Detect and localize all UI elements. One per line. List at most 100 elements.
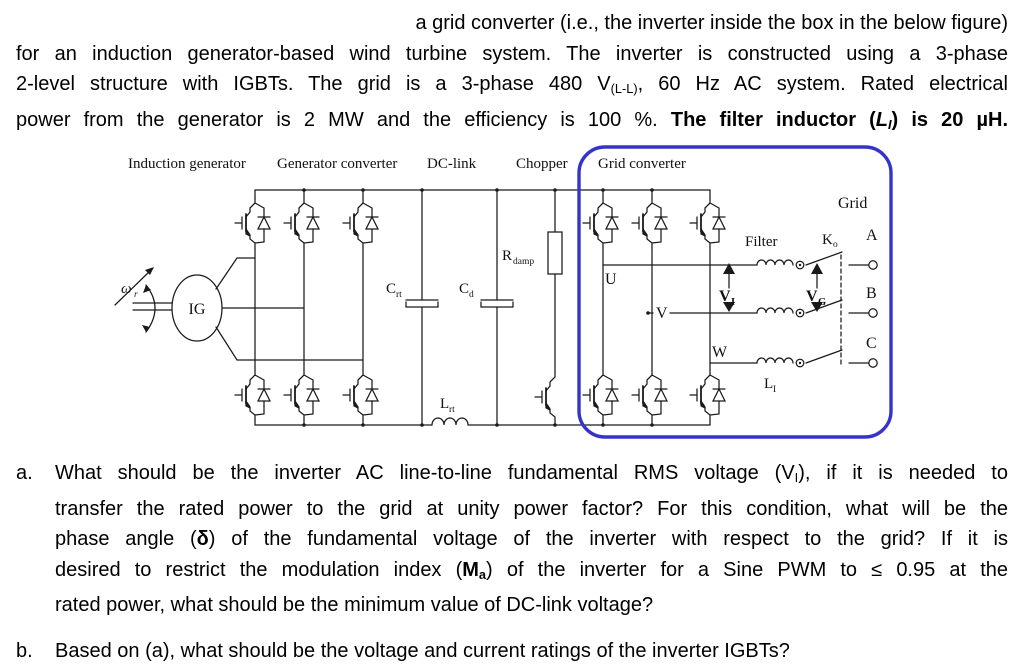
header-generator-converter: Generator converter [277,156,397,172]
dc-rails [254,189,711,426]
omega-label: ω [121,281,132,297]
sensor-w [795,358,805,368]
omega-label-sub: r [134,290,138,300]
filter-coil-v [756,307,794,314]
machine-label: IG [189,301,206,318]
v-grid-label: V [806,288,818,305]
question-a: a. What should be the inverter AC line-t… [16,458,1008,621]
problem-statement: a grid converter (i.e., the inverter ins… [16,8,1008,140]
rotation-arrow [145,284,156,333]
junction-dots [302,188,654,427]
switch-label-sub: o [833,240,838,250]
statement-line: 2-level structure with IGBTs. The grid i… [16,69,1008,105]
variable: M [462,558,479,581]
damp-resistor [547,231,563,275]
induction-generator [114,267,223,342]
terminal-a [868,260,878,270]
header-chopper: Chopper [516,156,568,172]
v-inverter-label-sub: I [731,297,735,308]
phase-c-label: C [866,335,877,352]
terminal-b [868,308,878,318]
subscript: (L-L) [610,81,638,97]
generator-phase-lines [215,257,364,361]
question-b-body: Based on (a), what should be the voltage… [55,636,1008,666]
igbt-cell [342,197,379,249]
header-grid-converter: Grid converter [598,156,686,172]
question-b-label: b. [16,639,33,662]
filter-inductor-label-sub: I [773,385,776,395]
dc-link [405,189,514,426]
igbt-cell [582,369,619,421]
grid-voltage-marker [811,263,823,312]
statement-text: , 60 Hz AC system. Rated electrical [637,73,1008,95]
switch-u [805,251,869,266]
v-inverter-label: V [719,288,731,305]
subscript: I [794,470,799,486]
variable: L [875,108,888,131]
grid-label: Grid [838,195,867,212]
cap1-label: C [386,281,396,297]
question-text: desired to restrict the modulation index… [55,558,463,581]
igbt-cell [582,197,619,249]
question-line: phase angle (δ) of the fundamental volta… [55,524,1008,555]
filter-inductor-label: L [764,376,773,392]
question-line: rated power, what should be the minimum … [55,590,1008,621]
question-line: What should be the inverter AC line-to-l… [55,458,1008,494]
phase-b-label: B [866,285,877,302]
dc-inductor-label: L [440,396,449,412]
igbt-cell [283,369,320,421]
phase-a-label: A [866,227,878,244]
statement-text: power from the generator is 2 MW and the… [16,108,671,131]
question-text: ) of the fundamental voltage of the inve… [208,528,1009,551]
question-text: Based on (a), what should be the voltage… [55,639,790,662]
phase-v-label: V [656,305,668,322]
switch-w [805,349,869,364]
dc-inductor-coil [431,417,469,426]
statement-text-bold: ) is 20 µH. [891,108,1009,131]
statement-line: a grid converter (i.e., the inverter ins… [16,8,1008,39]
igbt-cell [234,197,271,249]
capacitor-2 [480,189,514,426]
switch-label: K [822,232,833,248]
filter-coil-w [756,357,794,364]
terminal-c [868,358,878,368]
question-text: rated power, what should be the minimum … [55,594,654,617]
question-text: transfer the rated power to the grid at … [55,497,1008,520]
statement-text: for an induction generator-based wind tu… [16,42,1008,65]
igbt-cell [283,197,320,249]
switch-v [805,299,869,314]
igbt-cell [631,197,668,249]
grid-converter [582,189,726,426]
inverter-voltage-marker [723,263,735,312]
subscript: a [478,566,487,582]
phase-u-label: U [605,271,617,288]
chopper [534,189,563,426]
cap2-label-sub: d [469,290,474,300]
grid-converter-box [577,145,893,439]
igbt-cell [689,197,726,249]
filter-label: Filter [745,234,778,250]
igbt-cell [234,369,271,421]
sensor-u [795,260,805,270]
v-grid-label-sub: G [818,297,826,308]
subscript: I [887,116,892,132]
statement-line: power from the generator is 2 MW and the… [16,105,1008,141]
question-text: phase angle ( [55,528,197,551]
question-text: ), if it is needed to [798,462,1008,484]
delta-symbol: δ [196,528,209,551]
header-induction-generator: Induction generator [128,156,246,172]
statement-text: 2-level structure with IGBTs. The grid i… [16,73,611,95]
question-text: What should be the inverter AC line-to-l… [55,462,795,484]
igbt-cell [631,369,668,421]
statement-line: for an induction generator-based wind tu… [16,39,1008,70]
cap1-label-sub: rt [396,290,402,300]
statement-text-bold: The filter inductor ( [670,108,876,131]
question-a-body: What should be the inverter AC line-to-l… [55,458,1008,621]
question-line: desired to restrict the modulation index… [55,555,1008,591]
shaft [132,302,173,311]
questions-section: a. What should be the inverter AC line-t… [16,458,1008,666]
header-dc-link: DC-link [427,156,477,172]
statement-text: a grid converter (i.e., the inverter ins… [415,12,1008,34]
